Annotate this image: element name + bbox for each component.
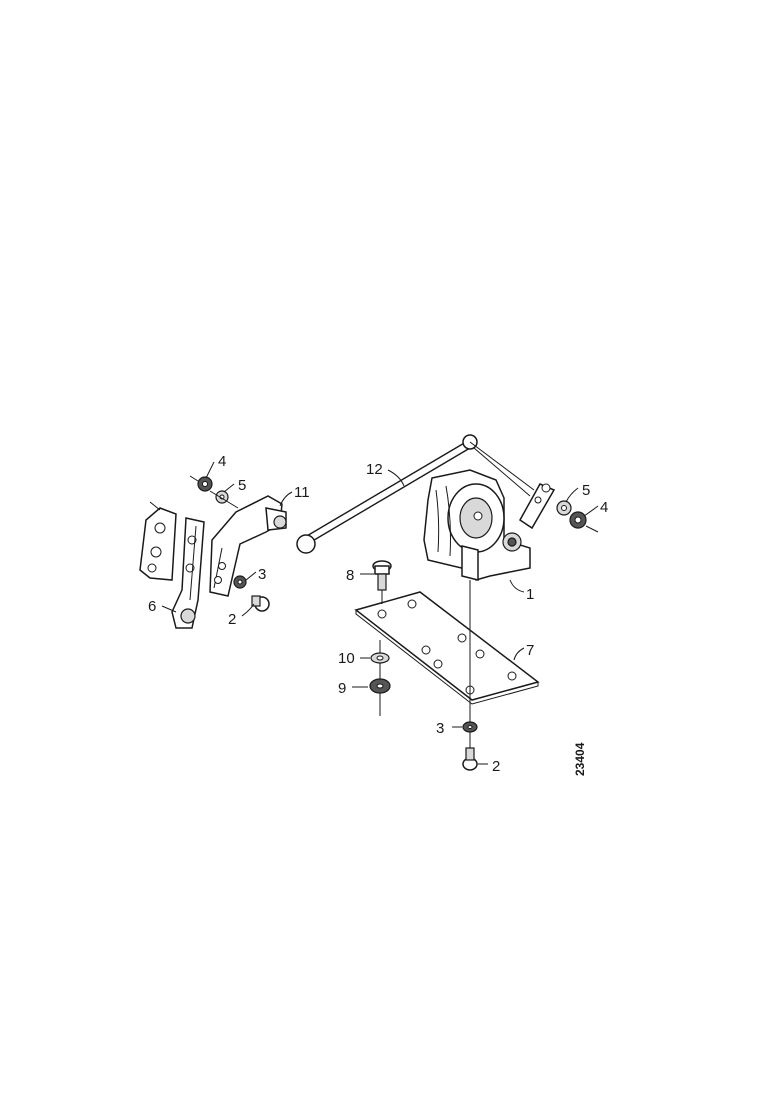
valve-body-part-1 — [423, 469, 556, 581]
leader-lines — [161, 461, 599, 765]
callout-4-right: 4 — [600, 499, 608, 516]
callout-5-right: 5 — [582, 482, 590, 499]
nut-part-4-right — [569, 511, 599, 533]
callout-4-left: 4 — [218, 453, 226, 470]
bracket-part-11 — [209, 495, 287, 597]
callout-7: 7 — [526, 642, 534, 659]
bolt-part-8 — [372, 560, 392, 604]
callout-3-left: 3 — [258, 566, 266, 583]
washer-part-10 — [370, 652, 390, 664]
washer-part-3-bottom — [462, 721, 478, 733]
callout-12: 12 — [366, 461, 383, 478]
washer-part-3-left — [233, 575, 247, 589]
callout-1: 1 — [526, 586, 534, 603]
callout-9: 9 — [338, 680, 346, 697]
connecting-rod-part-12 — [296, 434, 535, 554]
callout-3-bottom: 3 — [436, 720, 444, 737]
callout-11: 11 — [294, 484, 310, 501]
mounting-plate-part-7 — [354, 591, 540, 705]
bolt-part-2-left — [251, 595, 270, 612]
callout-6: 6 — [148, 598, 156, 615]
nut-part-9 — [369, 678, 391, 694]
callout-2-bottom: 2 — [492, 758, 500, 775]
figure-reference-number: 23404 — [573, 742, 587, 776]
nut-part-4-left — [189, 475, 213, 492]
washer-part-5-right — [556, 500, 572, 516]
callout-2-left: 2 — [228, 611, 236, 628]
callout-10: 10 — [338, 650, 355, 667]
washer-part-5-left — [209, 490, 239, 509]
callout-5-left: 5 — [238, 477, 246, 494]
link-arm-part-6 — [139, 501, 205, 629]
callout-8: 8 — [346, 567, 354, 584]
bolt-part-2-bottom — [462, 747, 478, 771]
